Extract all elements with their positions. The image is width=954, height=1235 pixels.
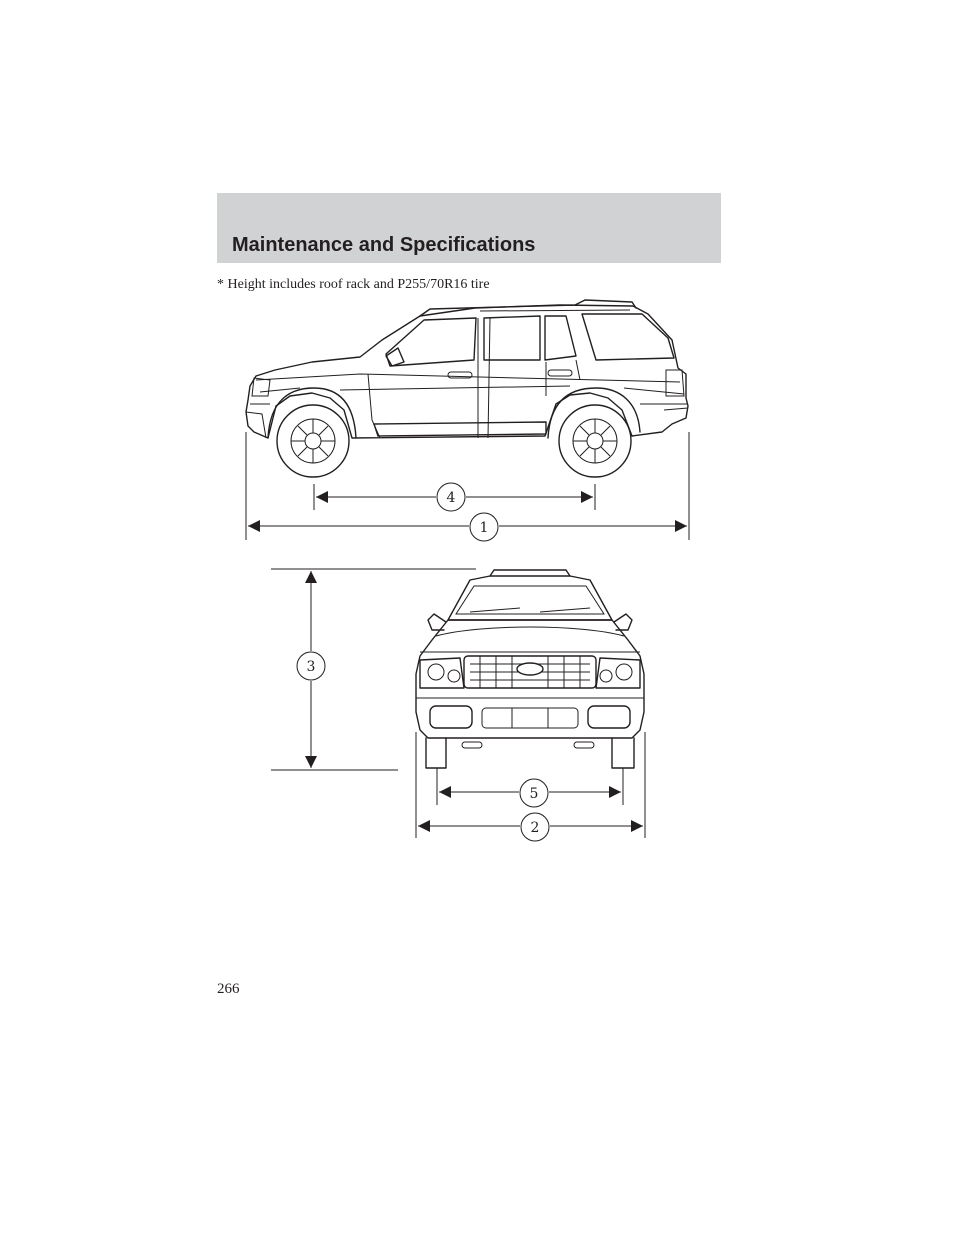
page-number: 266 [217,981,240,997]
callout-3: 3 [296,651,326,681]
callout-4-label: 4 [447,490,456,506]
section-header-band: Maintenance and Specifications [217,193,721,263]
height-footnote: * Height includes roof rack and P255/70R… [217,277,490,292]
suv-side-view-icon [245,299,689,478]
suv-front-view-icon [415,569,645,769]
callout-1-label: 1 [480,520,489,536]
callout-2-label: 2 [531,820,540,836]
section-title: Maintenance and Specifications [232,234,536,256]
callout-3-label: 3 [307,659,316,675]
callout-1: 1 [469,512,499,542]
callout-5: 5 [519,778,549,808]
callout-2: 2 [520,812,550,842]
callout-4: 4 [436,482,466,512]
callout-5-label: 5 [530,786,539,802]
